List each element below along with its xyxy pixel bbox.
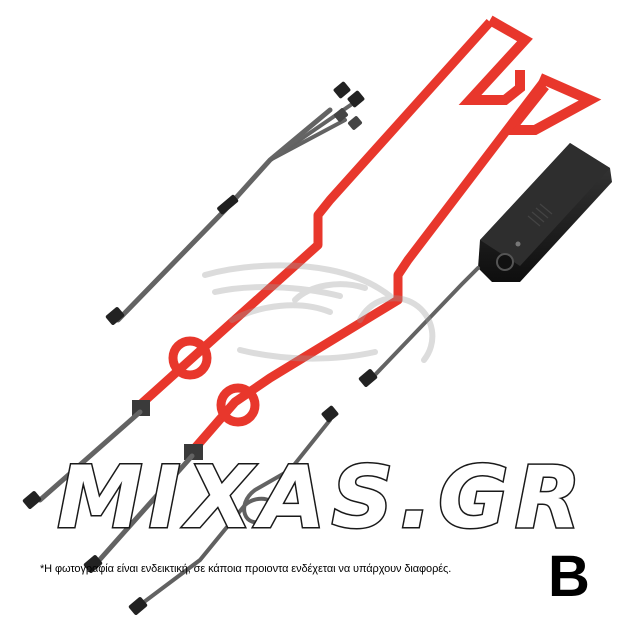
watermark-text: MIXAS.GR bbox=[57, 448, 587, 548]
el-wire-leads bbox=[22, 409, 195, 573]
el-wire-strip-1 bbox=[132, 15, 533, 416]
variant-label: B bbox=[548, 544, 590, 609]
controller-box bbox=[358, 143, 612, 387]
mixas-watermark: MIXAS.GR bbox=[56, 447, 587, 550]
motorcycle-logo-watermark bbox=[202, 262, 436, 363]
disclaimer-text: *Η φωτογραφία είναι ενδεικτική, σε κάποι… bbox=[40, 563, 452, 575]
y-splitter-cable bbox=[105, 81, 365, 325]
el-wire-strip-2 bbox=[184, 73, 602, 460]
extension-cable bbox=[128, 405, 339, 615]
